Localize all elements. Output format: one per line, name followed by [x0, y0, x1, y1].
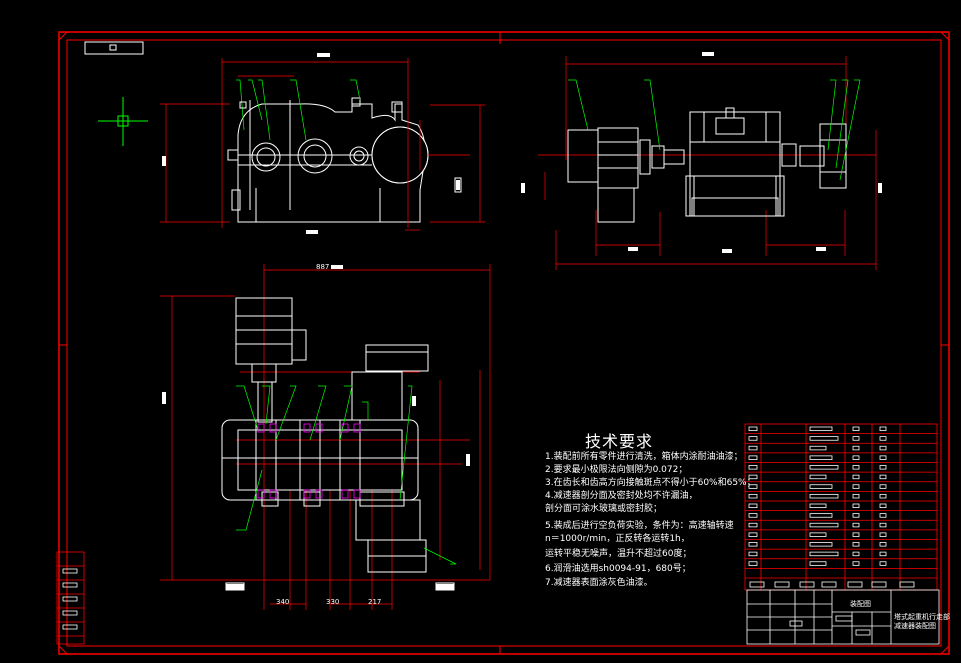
parts-list-cell-text [852, 436, 860, 441]
parts-list-cell-text [879, 522, 887, 528]
parts-list-cell-text [748, 445, 758, 451]
parts-list-cell-text [809, 445, 827, 451]
parts-list-cell-text [852, 513, 860, 518]
parts-list-cell-text [809, 503, 827, 509]
parts-list-cell-text [809, 465, 839, 470]
parts-list-cell-text [879, 484, 887, 489]
parts-list-cell-text [879, 503, 887, 509]
parts-list-header-cell [899, 581, 915, 588]
parts-list-header-cell [821, 581, 837, 588]
title-block [746, 589, 940, 645]
dimension-top-width: 887 [316, 263, 330, 271]
requirement-3: 3.在齿长和齿高方向接触斑点不得小于60%和65%； [545, 478, 756, 488]
requirement-5-cont-1: n＝1000r/min，正反转各运转1h， [545, 534, 690, 544]
parts-list-cell-text [748, 426, 758, 432]
parts-list-cell-text [809, 426, 833, 432]
title-block-title-line-2: 减速器装配图 [894, 622, 936, 630]
parts-list-cell-text [809, 522, 839, 528]
parts-list-header-cell [749, 581, 765, 588]
parts-list-cell-text [879, 436, 887, 441]
parts-list-cell-text [852, 445, 860, 451]
drawing-frame [58, 31, 950, 655]
parts-list-cell-text [748, 542, 758, 547]
parts-list-header-cell [799, 581, 815, 588]
parts-list-cell-text [879, 445, 887, 451]
drawing-code-box [84, 41, 144, 55]
parts-list-cell-text [852, 465, 860, 470]
requirement-5-cont-2: 运转平稳无噪声，温升不超过60度； [545, 549, 692, 559]
front-view [160, 53, 485, 234]
parts-list-cell-text [852, 522, 860, 528]
requirement-1: 1.装配前所有零件进行清洗，箱体内涂耐油油漆； [545, 452, 743, 462]
parts-list-cell-text [809, 493, 839, 499]
parts-list-cell-text [809, 561, 827, 566]
parts-list-cell-text [879, 474, 887, 480]
parts-list-cell-text [852, 561, 860, 566]
parts-list-cell-text [748, 465, 758, 470]
parts-list-cell-text [809, 551, 839, 557]
ucs-crosshair [98, 97, 148, 146]
parts-list-cell-text [852, 551, 860, 557]
parts-list-cell-text [852, 493, 860, 499]
parts-list-cell-text [748, 522, 758, 528]
parts-list-cell-text [879, 513, 887, 518]
parts-list-cell-text [852, 474, 860, 480]
parts-list-cell-text [809, 513, 833, 518]
parts-list-cell-text [809, 474, 827, 480]
parts-list-cell-text [809, 455, 833, 460]
dimension-bottom-right: 217 [368, 598, 382, 606]
title-block-title-line-1: 塔式起重机行走部 [894, 613, 950, 621]
side-view [521, 52, 882, 270]
margin-signature-table [56, 551, 85, 645]
parts-list-cell-text [879, 551, 887, 557]
parts-list-header-cell [871, 581, 887, 588]
parts-list-cell-text [852, 455, 860, 460]
top-view [160, 264, 491, 610]
parts-list-cell-text [809, 532, 827, 537]
parts-list-header-cell [774, 581, 790, 588]
requirement-6: 6.润滑油选用sh0094-91，680号； [545, 564, 691, 574]
title-block-drawing-name: 装配图 [850, 600, 871, 608]
parts-list-cell-text [879, 493, 887, 499]
parts-list-cell-text [748, 474, 758, 480]
parts-list-cell-text [879, 561, 887, 566]
requirement-5: 5.装成后进行空负荷实验，条件为：高速轴转速 [545, 521, 734, 531]
parts-list-table [744, 423, 938, 591]
requirement-4-cont: 剖分面可涂水玻璃或密封胶； [545, 504, 663, 514]
parts-list-cell-text [809, 542, 833, 547]
parts-list-cell-text [748, 455, 758, 460]
parts-list-cell-text [748, 532, 758, 537]
parts-list-cell-text [879, 455, 887, 460]
parts-list-cell-text [879, 532, 887, 537]
parts-list-cell-text [748, 503, 758, 509]
parts-list-cell-text [852, 503, 860, 509]
parts-list-cell-text [809, 436, 839, 441]
parts-list-cell-text [852, 484, 860, 489]
parts-list-cell-text [809, 484, 833, 489]
parts-list-cell-text [748, 513, 758, 518]
parts-list-cell-text [748, 484, 758, 489]
parts-list-cell-text [879, 465, 887, 470]
parts-list-header-cell [847, 581, 863, 588]
requirement-4: 4.减速器剖分面及密封处均不许漏油， [545, 491, 698, 501]
parts-list-cell-text [748, 493, 758, 499]
requirement-2: 2.要求最小极限法向侧隙为0.072； [545, 465, 688, 475]
parts-list-cell-text [879, 542, 887, 547]
dimension-bottom-left: 340 [276, 598, 290, 606]
parts-list-cell-text [852, 542, 860, 547]
technical-requirements-title: 技术要求 [585, 432, 654, 451]
parts-list-cell-text [852, 426, 860, 432]
parts-list-cell-text [748, 436, 758, 441]
parts-list-cell-text [748, 561, 758, 566]
parts-list-cell-text [879, 426, 887, 432]
parts-list-cell-text [748, 551, 758, 557]
parts-list-cell-text [852, 532, 860, 537]
dimension-bottom-mid: 330 [326, 598, 340, 606]
requirement-7: 7.减速器表面涂灰色油漆。 [545, 578, 653, 588]
